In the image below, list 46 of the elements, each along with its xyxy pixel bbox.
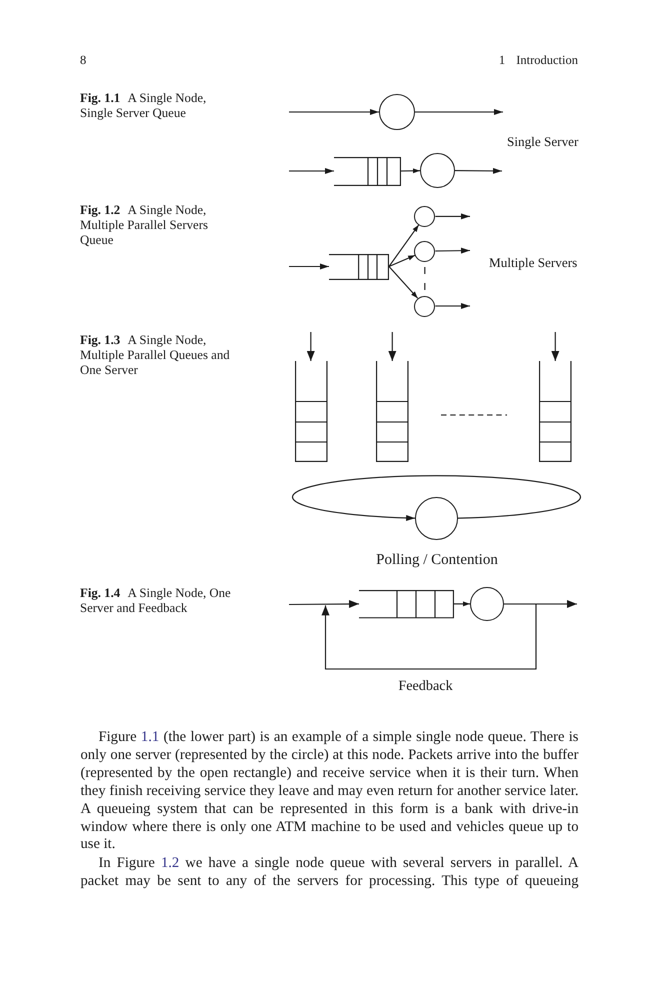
figure-caption: Fig. 1.1 A Single Node, Single Server Queue xyxy=(80,91,208,122)
arrow xyxy=(435,303,470,309)
server-circle xyxy=(414,206,436,227)
arrow xyxy=(388,224,420,267)
server-circle xyxy=(414,296,436,316)
server-circle xyxy=(415,497,458,540)
diagram-label: Multiple Servers xyxy=(489,256,578,270)
arrow xyxy=(388,254,416,267)
server-circle xyxy=(379,94,415,130)
arrow xyxy=(435,213,470,220)
queue-buffer xyxy=(329,254,389,280)
figure-link: 1.2 xyxy=(160,855,180,871)
queue-buffer xyxy=(539,361,572,462)
arrow xyxy=(289,600,359,608)
arrow xyxy=(388,266,418,299)
server-circle xyxy=(414,240,436,262)
arrow xyxy=(388,332,396,361)
arrow xyxy=(289,264,329,270)
arrow xyxy=(289,168,334,174)
queue-buffer xyxy=(376,361,408,462)
arrow xyxy=(322,603,537,670)
body-paragraph: Figure 1.1 (the lower part) is an example of a simple single node queue. There is only one server (represented by the circle) at this node. Packets arrive into the buffer (represented by the open rectangle) and receive service when it is their turn. When they finish receiving service they leave and may even return for another service later. A queueing system that can be represented in this form is a bank with drive-in window where there is only one ATM machine to be used and vehicles queue up to use it. xyxy=(80,729,578,854)
arrow xyxy=(551,332,560,361)
queue-buffer xyxy=(294,361,327,462)
edge-label: Feedback xyxy=(398,678,453,696)
arrow xyxy=(435,248,470,254)
loop-arrow xyxy=(292,475,581,521)
figure-caption: Fig. 1.3 A Single Node, Multiple Parallel Queues and One Server xyxy=(80,333,231,379)
arrow xyxy=(401,168,420,174)
figure-caption: Fig. 1.4 A Single Node, One Server and Feedback xyxy=(80,586,232,616)
arrow xyxy=(415,109,503,115)
arrow xyxy=(454,601,470,606)
figure-caption: Fig. 1.2 A Single Node, Multiple Parallel Servers Queue xyxy=(80,203,209,249)
page-number: 8 xyxy=(80,53,86,68)
queue-buffer xyxy=(359,590,454,618)
queue-buffer xyxy=(334,156,401,186)
arrow xyxy=(306,332,315,361)
diagram-label: Polling / Contention xyxy=(376,551,498,569)
arrow xyxy=(455,168,502,174)
figure-link: 1.1 xyxy=(140,729,160,745)
running-head: 1 Introduction xyxy=(498,53,578,68)
arrow xyxy=(289,109,379,115)
server-circle xyxy=(420,153,455,188)
body-paragraph: In Figure 1.2 we have a single node queue with several servers in parallel. A packet may be sent to any of the servers for processing. This type of queueing xyxy=(80,855,578,891)
server-circle xyxy=(470,587,504,621)
diagram-label: Single Server xyxy=(507,134,578,150)
